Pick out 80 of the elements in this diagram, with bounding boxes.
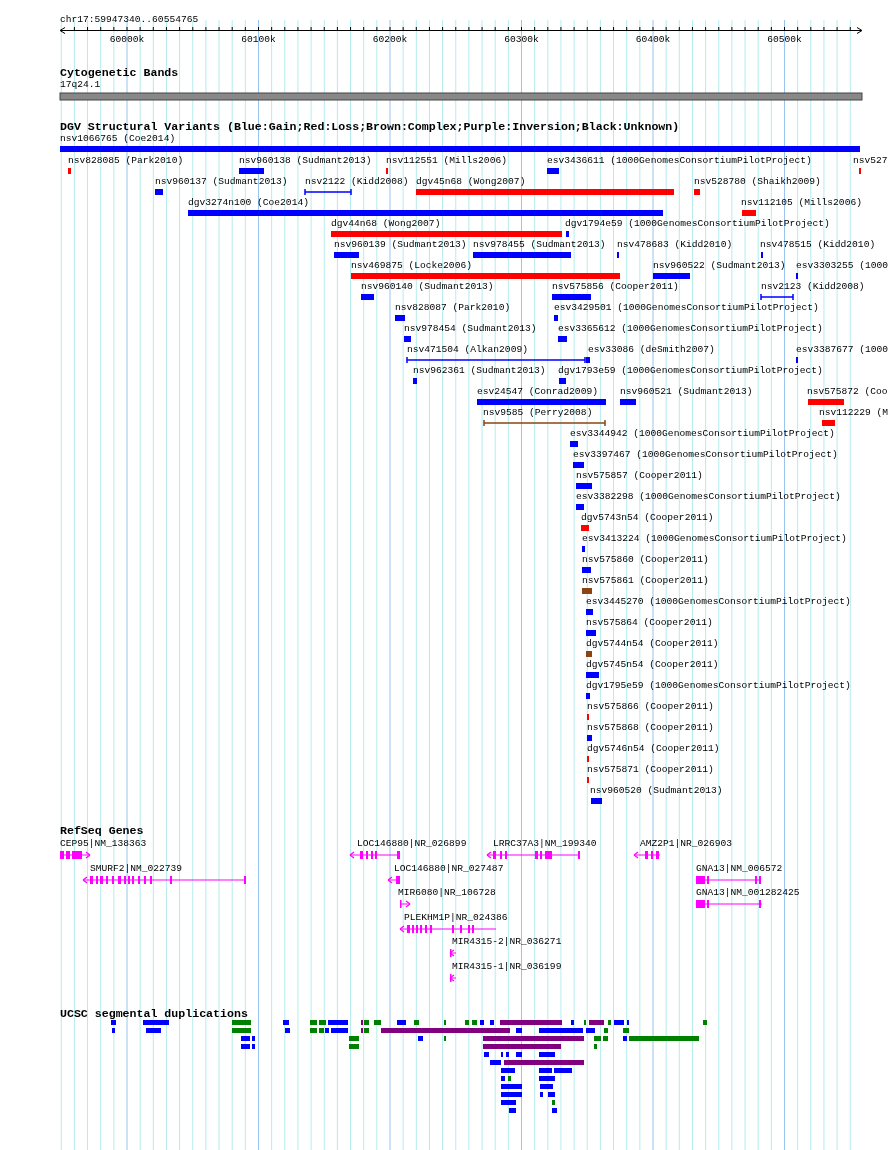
axis-tick-label: 60000k <box>109 35 145 45</box>
feature-label: nsv9585 (Perry2008) <box>483 408 593 418</box>
feature-label: nsv528780 (Shaikh2009) <box>694 177 821 187</box>
track-title: RefSeq Genes <box>60 825 144 837</box>
feature-label: dgv1794e59 (1000GenomesConsortiumPilotProject) <box>565 219 830 229</box>
feature-label: nsv112229 (M <box>819 408 889 418</box>
gene-label: PLEKHM1P|NR_024386 <box>404 913 508 923</box>
feature-label: nsv2123 (Kidd2008) <box>761 282 865 292</box>
track-title: UCSC segmental duplications <box>60 1008 248 1020</box>
feature-label: nsv828085 (Park2010) <box>68 156 184 166</box>
feature-label: dgv5746n54 (Cooper2011) <box>587 744 720 754</box>
gene-label: LOC146880|NR_026899 <box>357 839 467 849</box>
band-label: 17q24.1 <box>60 80 101 90</box>
position-label: chr17:59947340..60554765 <box>60 15 199 25</box>
feature-label: nsv575860 (Cooper2011) <box>582 555 709 565</box>
feature-label: nsv575857 (Cooper2011) <box>576 471 703 481</box>
gene-label: LOC146880|NR_027487 <box>394 864 504 874</box>
gene-label: GNA13|NM_006572 <box>696 864 783 874</box>
feature-label: esv3436611 (1000GenomesConsortiumPilotProject) <box>547 156 812 166</box>
feature-label: dgv5744n54 (Cooper2011) <box>586 639 719 649</box>
feature-label: nsv575871 (Cooper2011) <box>587 765 714 775</box>
feature-label: nsv575866 (Cooper2011) <box>587 702 714 712</box>
feature-label: nsv978454 (Sudmant2013) <box>404 324 537 334</box>
gene-label: MIR4315-1|NR_036199 <box>452 962 562 972</box>
feature-label: esv3429501 (1000GenomesConsortiumPilotProject) <box>554 303 819 313</box>
feature-label: esv3344942 (1000GenomesConsortiumPilotProject) <box>570 429 835 439</box>
gene-label: LRRC37A3|NM_199340 <box>493 839 597 849</box>
feature-label: dgv45n68 (Wong2007) <box>416 177 526 187</box>
feature-label: nsv575868 (Cooper2011) <box>587 723 714 733</box>
feature-label: nsv828087 (Park2010) <box>395 303 511 313</box>
feature-label: dgv1795e59 (1000GenomesConsortiumPilotProject) <box>586 681 851 691</box>
feature-label: nsv960137 (Sudmant2013) <box>155 177 288 187</box>
track-title: DGV Structural Variants (Blue:Gain;Red:Loss;Brown:Complex;Purple:Inversion;Black:Unknown) <box>60 121 680 133</box>
feature-label: nsv960139 (Sudmant2013) <box>334 240 467 250</box>
feature-label: nsv960520 (Sudmant2013) <box>590 786 723 796</box>
feature-label: esv3387677 (1000 <box>796 345 889 355</box>
feature-label: nsv527 <box>853 156 888 166</box>
feature-label: nsv960140 (Sudmant2013) <box>361 282 494 292</box>
feature-label: dgv1793e59 (1000GenomesConsortiumPilotProject) <box>558 366 823 376</box>
feature-label: esv3382298 (1000GenomesConsortiumPilotProject) <box>576 492 841 502</box>
gene-label: MIR6080|NR_106728 <box>398 888 496 898</box>
track-title: Cytogenetic Bands <box>60 67 179 79</box>
feature-label: nsv960521 (Sudmant2013) <box>620 387 753 397</box>
feature-label: nsv575861 (Cooper2011) <box>582 576 709 586</box>
feature-label: dgv44n68 (Wong2007) <box>331 219 441 229</box>
gene-label: MIR4315-2|NR_036271 <box>452 937 562 947</box>
axis-tick-label: 60500k <box>767 35 802 45</box>
feature-label: nsv478683 (Kidd2010) <box>617 240 733 250</box>
feature-label: nsv575856 (Cooper2011) <box>552 282 679 292</box>
gene-label: AMZ2P1|NR_026903 <box>640 839 733 849</box>
feature-label: nsv575872 (Coo <box>807 387 888 397</box>
feature-label: nsv960138 (Sudmant2013) <box>239 156 372 166</box>
feature-label: nsv960522 (Sudmant2013) <box>653 261 786 271</box>
axis-tick-label: 60300k <box>504 35 539 45</box>
feature-label: nsv112551 (Mills2006) <box>386 156 507 166</box>
feature-label: esv3397467 (1000GenomesConsortiumPilotProject) <box>573 450 838 460</box>
gene-label: CEP95|NM_138363 <box>60 839 147 849</box>
feature-label: dgv5743n54 (Cooper2011) <box>581 513 714 523</box>
feature-label: esv3445270 (1000GenomesConsortiumPilotProject) <box>586 597 851 607</box>
feature-label: esv24547 (Conrad2009) <box>477 387 598 397</box>
feature-label: nsv962361 (Sudmant2013) <box>413 366 546 376</box>
feature-label: dgv3274n100 (Coe2014) <box>188 198 309 208</box>
feature-label: nsv469875 (Locke2006) <box>351 261 472 271</box>
feature-label: nsv1066765 (Coe2014) <box>60 134 176 144</box>
feature-label: esv3413224 (1000GenomesConsortiumPilotProject) <box>582 534 847 544</box>
axis-tick-label: 60400k <box>635 35 671 45</box>
feature-label: nsv978455 (Sudmant2013) <box>473 240 606 250</box>
feature-label: esv33086 (deSmith2007) <box>588 345 715 355</box>
feature-label: nsv478515 (Kidd2010) <box>760 240 876 250</box>
gene-label: GNA13|NM_001282425 <box>696 888 800 898</box>
feature-label: nsv112105 (Mills2006) <box>741 198 862 208</box>
feature-label: nsv575864 (Cooper2011) <box>586 618 713 628</box>
feature-label: nsv471504 (Alkan2009) <box>407 345 528 355</box>
axis-tick-label: 60200k <box>372 35 408 45</box>
gene-label: SMURF2|NM_022739 <box>90 864 183 874</box>
feature-label: esv3303255 (1000 <box>796 261 889 271</box>
feature-label: esv3365612 (1000GenomesConsortiumPilotProject) <box>558 324 823 334</box>
axis-tick-label: 60100k <box>241 35 276 45</box>
feature-label: dgv5745n54 (Cooper2011) <box>586 660 719 670</box>
feature-label: nsv2122 (Kidd2008) <box>305 177 409 187</box>
